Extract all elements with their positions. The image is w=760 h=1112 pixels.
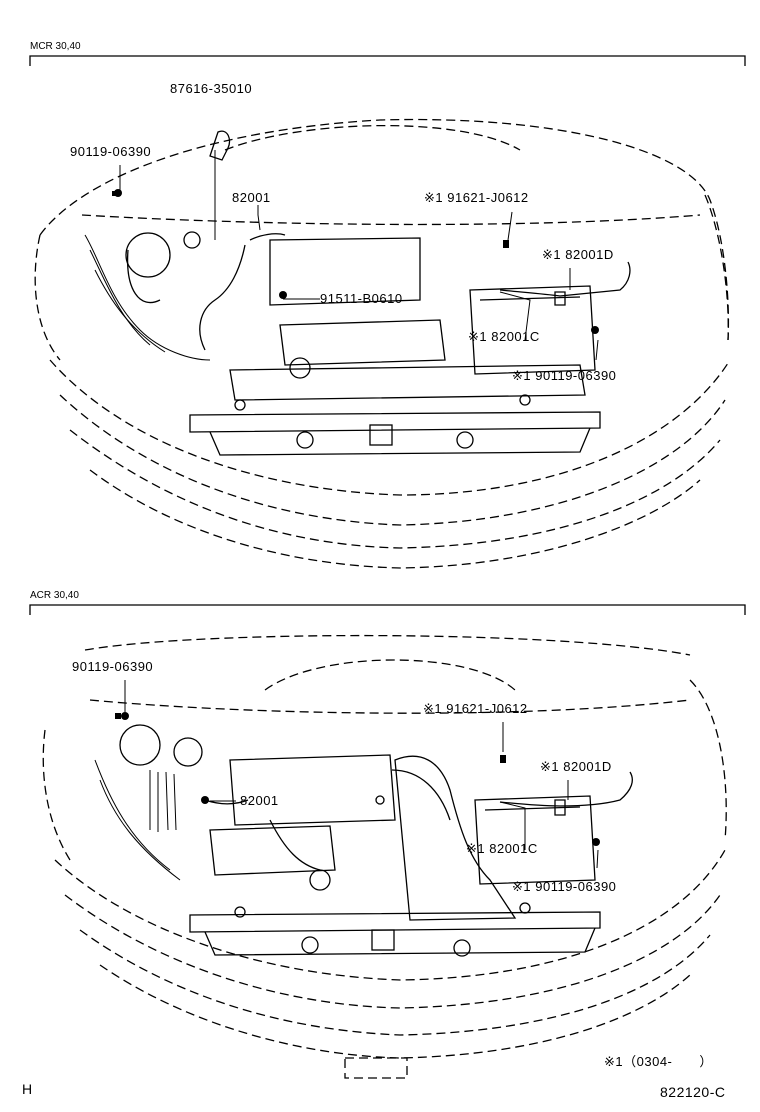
section-2-engine-bay	[42, 634, 727, 1079]
part-label-bolt-right: ※1 90119-06390	[512, 879, 617, 894]
part-label-harness: 82001	[240, 793, 279, 808]
part-label-clip: 87616-35010	[170, 81, 253, 96]
part-label-bolt-right: ※1 90119-06390	[512, 368, 617, 383]
part-label-bolt-left: 90119-06390	[72, 659, 154, 674]
part-label-harness-c: ※1 82001C	[466, 841, 538, 856]
part-label-bolt-top-right: ※1 91621-J0612	[423, 701, 528, 716]
corner-letter: H	[22, 1081, 33, 1097]
footnote: ※1（0304- ）	[604, 1054, 713, 1069]
part-label-bolt-left: 90119-06390	[70, 144, 152, 159]
part-label-harness-d: ※1 82001D	[542, 247, 614, 262]
section-1-engine-bay	[34, 118, 731, 569]
part-label-bolt-top-right: ※1 91621-J0612	[424, 190, 529, 205]
part-label-harness-d: ※1 82001D	[540, 759, 612, 774]
part-label-harness-c: ※1 82001C	[468, 329, 540, 344]
part-label-bolt-mid: 91511-B0610	[320, 291, 403, 306]
part-label-harness: 82001	[232, 190, 271, 205]
section-2-header: ACR 30,40	[30, 590, 79, 601]
figure-code: 822120-C	[660, 1084, 726, 1100]
section-2-frame	[29, 604, 746, 615]
section-1-frame	[29, 55, 746, 66]
section-1-header: MCR 30,40	[30, 41, 81, 52]
